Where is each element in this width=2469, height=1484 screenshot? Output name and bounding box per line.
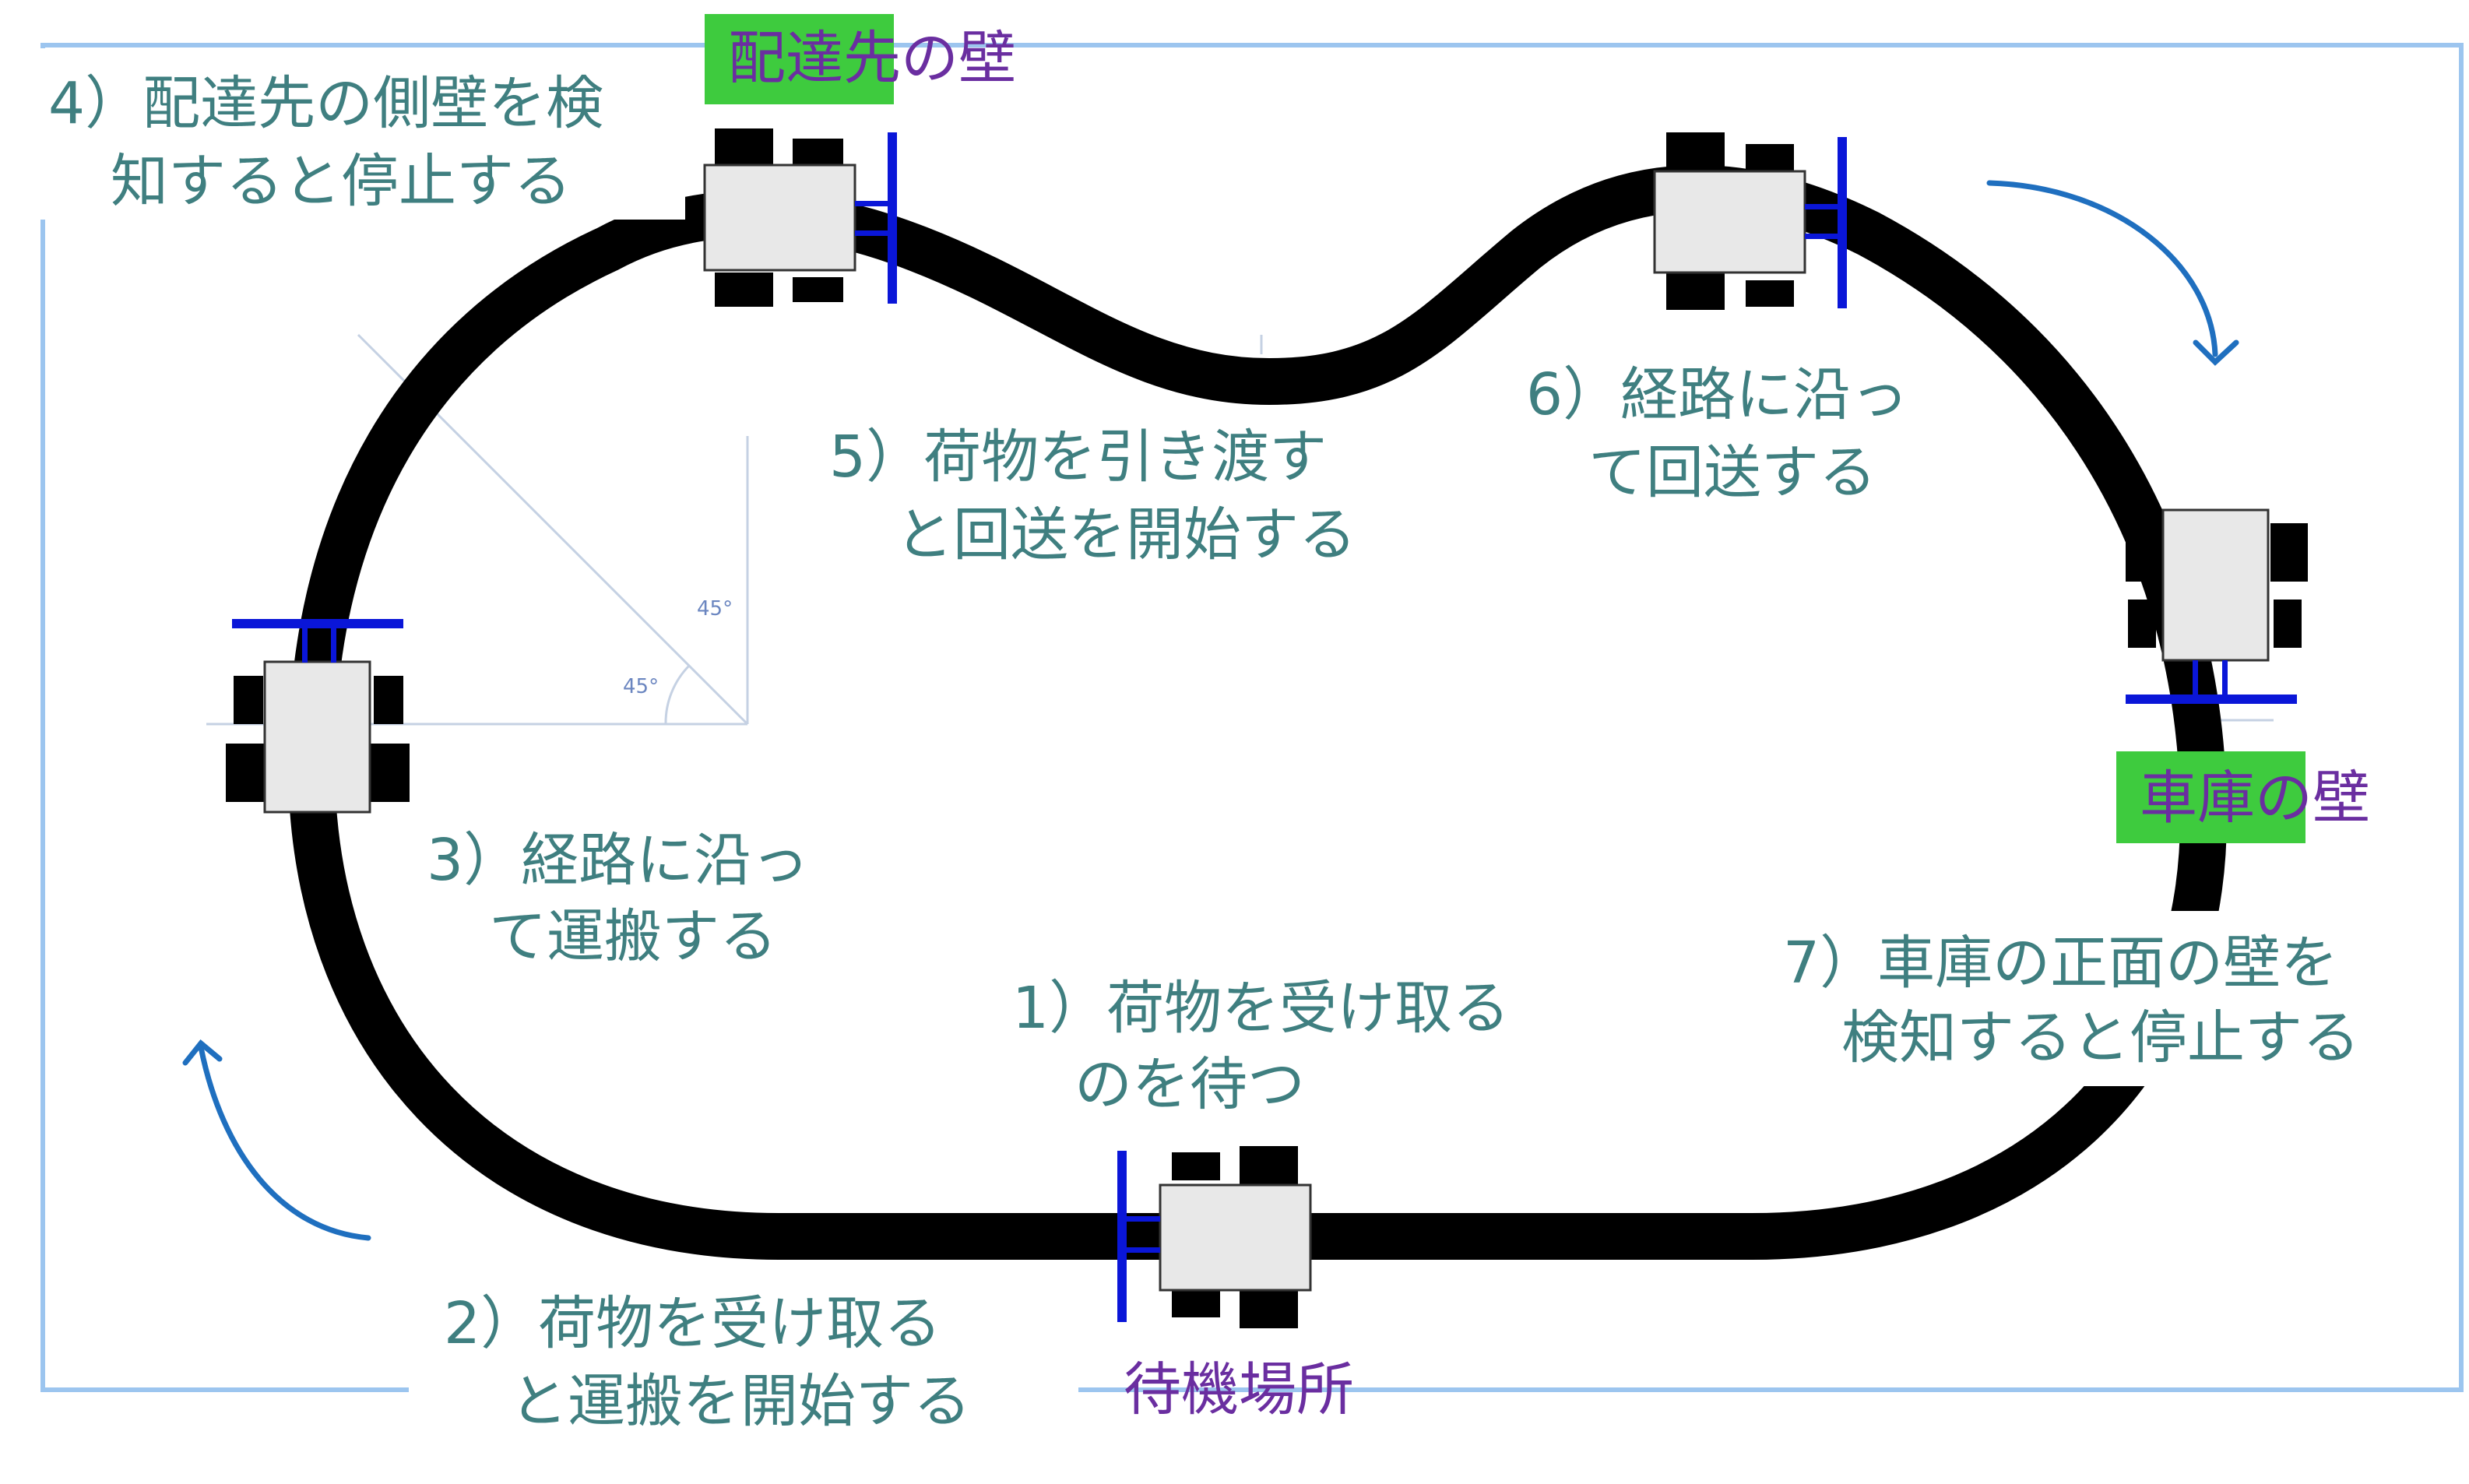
step3-line1: 3）経路に沿っ [427, 827, 809, 894]
guide-angle-arc [664, 664, 691, 725]
standby-place-label: 待機場所 [1124, 1356, 1354, 1423]
guide-angle-label: 45° [697, 597, 733, 621]
robot-car-icon [703, 128, 897, 307]
curved-arrow-icon [182, 1039, 371, 1241]
robot-car-icon [1117, 1146, 1312, 1328]
step5-line1: 5）荷物を引き渡す [829, 424, 1327, 491]
step4-backing [31, 48, 685, 220]
robot-car-icon [226, 619, 410, 814]
garage-wall-highlight [2116, 751, 2305, 843]
step7-line2: 検知すると停止する [1841, 1004, 2360, 1071]
step5-line2: と回送を開始する [895, 501, 1356, 568]
delivery-wall-label: 配達先の壁 [728, 25, 1016, 92]
step7-line1: 7）車庫の正面の壁を [1783, 930, 2338, 997]
delivery-wall-highlight [705, 14, 894, 104]
step6-line1: 6）経路に沿っ [1526, 361, 1908, 428]
outer-frame [40, 43, 2464, 1392]
step4-line1: 4）配達先の側壁を検 [48, 70, 603, 137]
guide-angle-label: 45° [623, 675, 659, 698]
step6-line2: て回送する [1588, 439, 1876, 506]
step2-backing [409, 1277, 1078, 1464]
step1-line1: 1）荷物を受け取る [1012, 975, 1510, 1042]
step2-line2: と運搬を開始する [510, 1368, 971, 1435]
step4-line2: 知すると停止する [111, 148, 572, 215]
robot-car-icon [1653, 132, 1847, 310]
garage-wall-label: 車庫の壁 [2140, 765, 2370, 832]
step2-line1: 2）荷物を受け取る [444, 1290, 941, 1357]
step7-backing [1767, 911, 2429, 1086]
curved-arrow-icon [1986, 180, 2239, 366]
robot-car-icon [2126, 508, 2308, 704]
step1-line2: のを待つ [1074, 1051, 1305, 1118]
step3-line2: て運搬する [489, 903, 777, 970]
